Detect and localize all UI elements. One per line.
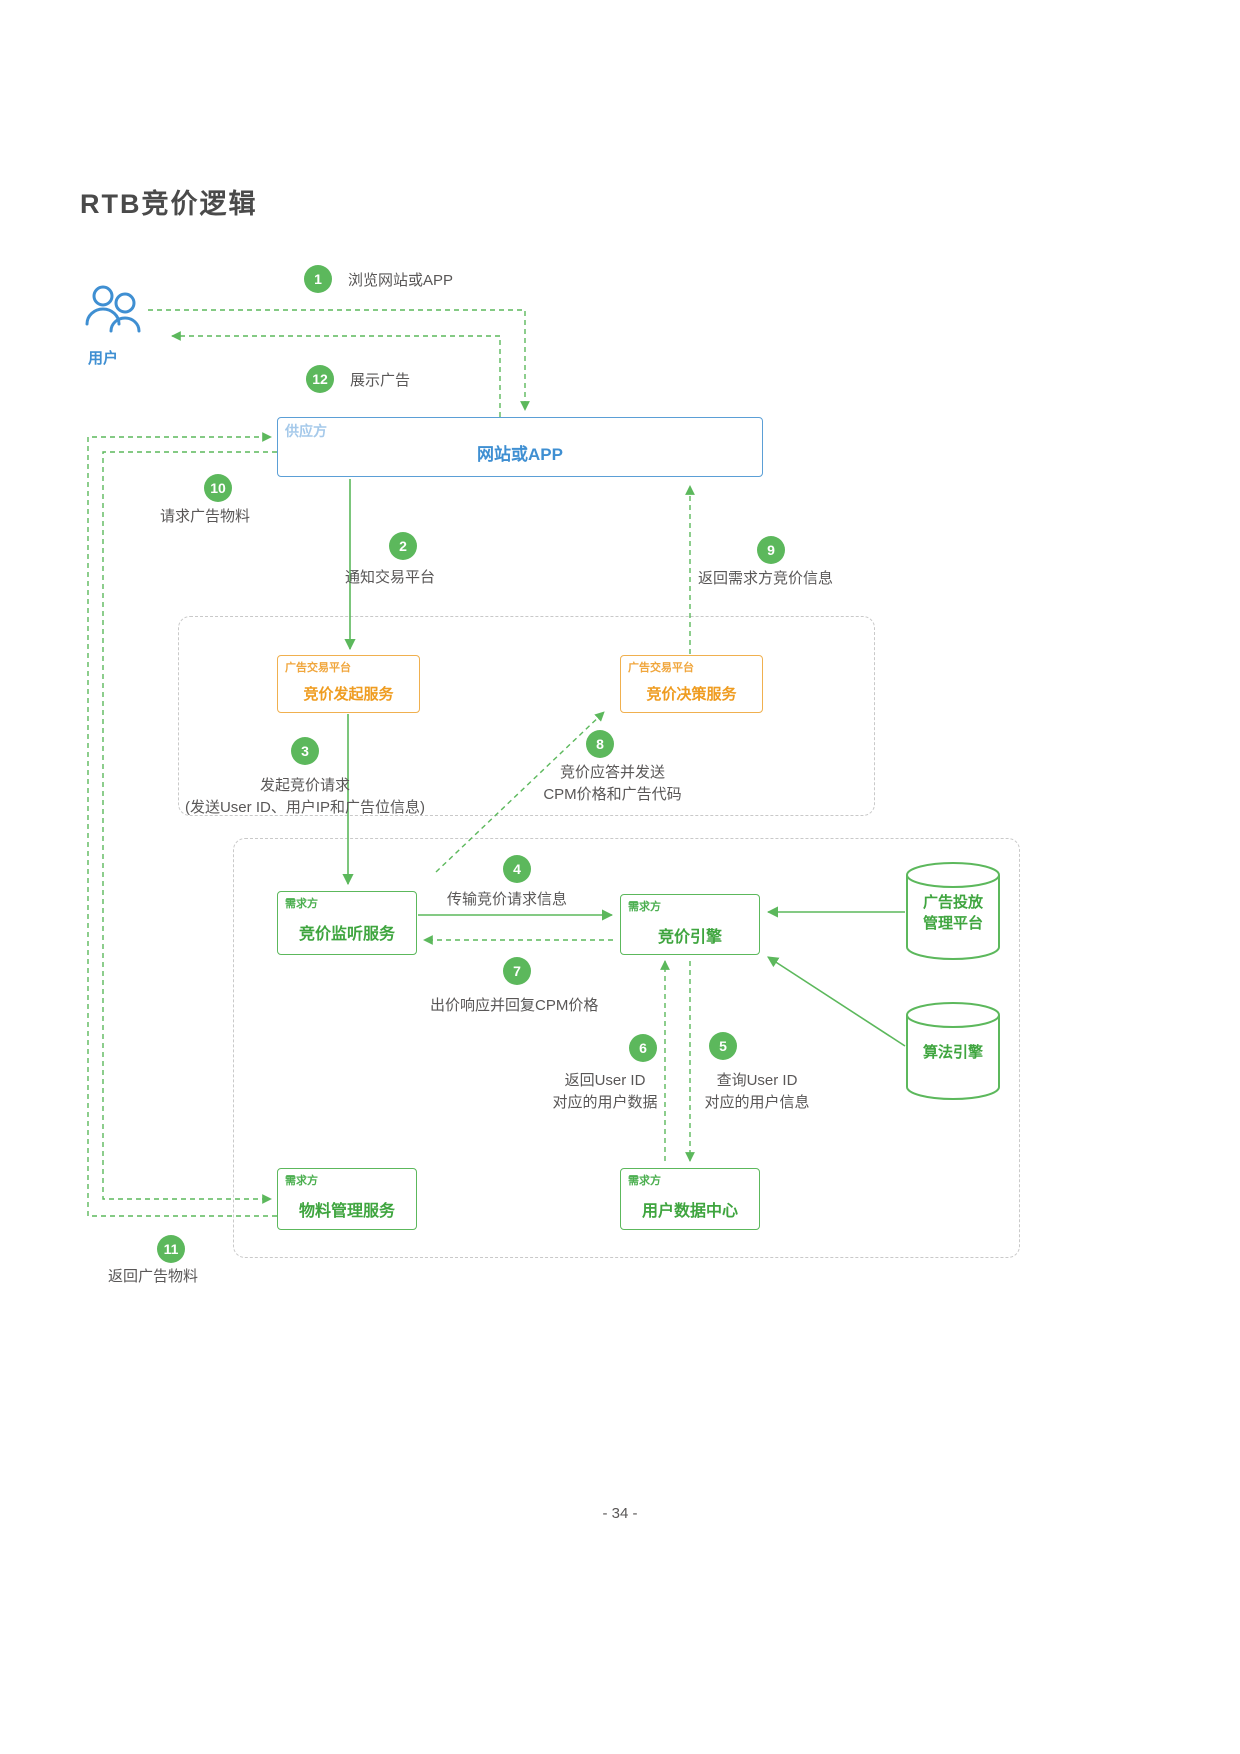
node-bid-listener-title: 竞价监听服务 [298, 926, 395, 943]
arrow-step12-show-ad [171, 331, 501, 417]
page-number: - 34 - [602, 1505, 638, 1522]
node-bid-initiate-tag: 广告交易平台 [285, 662, 351, 674]
node-bid-initiate: 广告交易平台 竞价发起服务 [277, 655, 420, 713]
node-material-service: 需求方 物料管理服务 [277, 1168, 417, 1230]
node-ad-delivery-platform: 广告投放 管理平台 [905, 860, 1001, 962]
node-website-tag: 供应方 [285, 423, 327, 439]
step-label-10: 请求广告物料 [160, 508, 251, 525]
step-label-9: 返回需求方竞价信息 [698, 570, 834, 587]
node-user-data-center-tag: 需求方 [628, 1175, 661, 1187]
node-ad-delivery-platform-title: 广告投放 管理平台 [922, 894, 983, 932]
step-badge-9: 9 [757, 536, 785, 564]
database-icon [906, 862, 1000, 960]
step-badge-8: 8 [586, 730, 614, 758]
step-label-6: 返回User ID 对应的用户数据 [552, 1072, 658, 1111]
step-badge-11: 11 [157, 1235, 185, 1263]
node-user-data-center-title: 用户数据中心 [641, 1203, 738, 1220]
step-label-5: 查询User ID 对应的用户信息 [704, 1072, 810, 1111]
step-badge-3: 3 [291, 737, 319, 765]
node-website-title: 网站或APP [477, 445, 563, 464]
database-icon [906, 1002, 1000, 1100]
step-label-4: 传输竞价请求信息 [447, 891, 568, 908]
step-badge-1: 1 [304, 265, 332, 293]
node-bid-decision-title: 竞价决策服务 [646, 686, 737, 703]
node-user-data-center: 需求方 用户数据中心 [620, 1168, 760, 1230]
step-badge-12: 12 [306, 365, 334, 393]
step-label-7: 出价响应并回复CPM价格 [430, 997, 599, 1014]
node-bid-decision-tag: 广告交易平台 [628, 662, 694, 674]
node-bid-engine-tag: 需求方 [628, 901, 661, 913]
users-icon [85, 285, 141, 333]
user-label: 用户 [88, 350, 119, 367]
step-label-8: 竞价应答并发送 CPM价格和广告代码 [543, 764, 682, 803]
step-badge-2: 2 [389, 532, 417, 560]
node-bid-engine: 需求方 竞价引擎 [620, 894, 760, 955]
step-label-1: 浏览网站或APP [348, 272, 454, 289]
step-badge-4: 4 [503, 855, 531, 883]
arrow-step1-user-browse [148, 309, 530, 411]
step-badge-5: 5 [709, 1032, 737, 1060]
step-badge-6: 6 [629, 1034, 657, 1062]
node-algorithm-engine: 算法引擎 [905, 1000, 1001, 1102]
step-label-12: 展示广告 [350, 372, 411, 389]
node-bid-decision: 广告交易平台 竞价决策服务 [620, 655, 763, 713]
step-label-3: 发起竞价请求 (发送User ID、用户IP和广告位信息) [184, 777, 425, 816]
node-bid-listener: 需求方 竞价监听服务 [277, 891, 417, 955]
user-actor: 用户 [80, 283, 152, 367]
step-label-2: 通知交易平台 [345, 569, 436, 586]
node-bid-listener-tag: 需求方 [285, 898, 318, 910]
page-title: RTB竞价逻辑 [80, 189, 258, 219]
step-badge-7: 7 [503, 957, 531, 985]
step-label-11: 返回广告物料 [108, 1268, 199, 1285]
node-algorithm-engine-title: 算法引擎 [922, 1044, 983, 1061]
node-website: 供应方 网站或APP [277, 417, 763, 477]
node-material-service-title: 物料管理服务 [298, 1203, 395, 1220]
node-material-service-tag: 需求方 [285, 1175, 318, 1187]
node-bid-initiate-title: 竞价发起服务 [303, 686, 394, 703]
node-bid-engine-title: 竞价引擎 [657, 929, 722, 946]
step-badge-10: 10 [204, 474, 232, 502]
